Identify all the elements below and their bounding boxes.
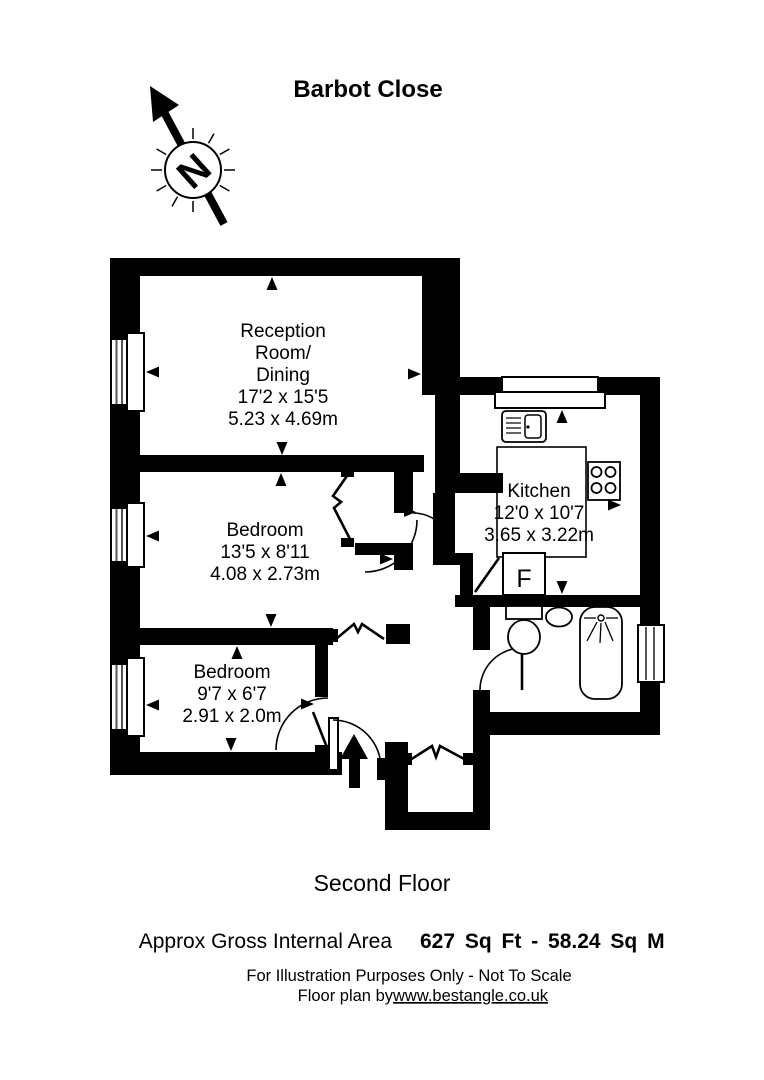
reception-arrow-right	[408, 368, 421, 380]
wall-kitchen-top-left	[422, 377, 502, 395]
wall-bottom	[110, 752, 342, 775]
toilet-icon	[505, 605, 543, 655]
doors	[275, 469, 524, 771]
reception-label-2: Room/	[255, 343, 312, 364]
bedroom1-dims-metric: 4.08 x 2.73m	[210, 564, 320, 585]
kitchen-dims-imperial: 12'0 x 10'7	[494, 503, 585, 524]
hall-cupboard-bifold-door	[329, 621, 385, 642]
bedroom1-arrow-up	[275, 473, 287, 486]
bedroom1-door-hinge	[404, 507, 416, 517]
wall-kitchen-nook	[460, 565, 473, 597]
entrance-arrow-icon	[340, 734, 368, 788]
bedroom1-window	[110, 502, 145, 568]
wall-hall-cupboard-stub	[386, 624, 410, 644]
wall-bedroom1-right-upper	[394, 455, 413, 513]
credit-prefix: Floor plan by	[298, 987, 394, 1005]
disclaimer-text: For Illustration Purposes Only - Not To …	[246, 967, 571, 985]
wall-vestibule-right	[473, 735, 490, 830]
bedroom1-door-arc	[412, 512, 454, 554]
wall-bathroom-bottom	[473, 712, 660, 735]
fridge-cupboard	[502, 552, 546, 596]
area-label: Approx Gross Internal Area	[139, 930, 393, 953]
bedroom2-door	[275, 697, 330, 751]
wall-bathroom-left-lower	[473, 690, 490, 712]
wall-top	[110, 258, 460, 276]
kitchen-label: Kitchen	[507, 481, 570, 502]
footer: Second Floor Approx Gross Internal Area …	[139, 870, 665, 1005]
bathtub-shower-icon	[579, 606, 623, 700]
bedroom2-window	[110, 657, 145, 737]
wall-kitchen-bottom	[455, 595, 640, 607]
reception-window	[110, 332, 145, 412]
reception-label-1: Reception	[240, 321, 326, 342]
wall-reception-bedroom1	[110, 455, 424, 472]
bedroom2-dims-imperial: 9'7 x 6'7	[197, 684, 267, 705]
bedroom1-arrow-right	[380, 553, 393, 565]
wall-closet-stub	[355, 543, 413, 555]
bedroom2-label: Bedroom	[193, 662, 270, 683]
reception-arrow-left	[146, 366, 159, 378]
basin-icon	[545, 605, 573, 628]
wall-bedroom1-bedroom2	[110, 628, 333, 645]
kitchen-arrow-up	[556, 410, 568, 423]
area-value: 627 Sq Ft - 58.24 Sq M	[420, 930, 665, 953]
fixtures	[496, 410, 623, 700]
bedroom2-dims-metric: 2.91 x 2.0m	[182, 706, 281, 727]
bathroom-window	[637, 624, 665, 683]
reception-dims-imperial: 17'2 x 15'5	[238, 387, 329, 408]
wall-bedroom2-right	[315, 628, 328, 697]
bedroom1-closet-bifold-door	[331, 469, 354, 547]
windows	[110, 332, 665, 737]
reception-dims-metric: 5.23 x 4.69m	[228, 409, 338, 430]
kitchen-window	[494, 376, 606, 409]
kitchen-door	[473, 557, 501, 593]
page-title: Barbot Close	[293, 76, 442, 103]
dimension-arrows	[146, 277, 621, 751]
floor-label: Second Floor	[314, 870, 451, 896]
reception-arrow-down	[276, 442, 288, 455]
bedroom1-label: Bedroom	[226, 520, 303, 541]
kitchen-sink-icon	[501, 410, 547, 443]
entry-door	[328, 717, 382, 771]
bedroom1-arrow-left	[146, 530, 159, 542]
wall-kitchen-step	[435, 473, 503, 493]
vestibule-bifold-door	[402, 744, 473, 765]
fridge-label: F	[516, 565, 531, 593]
reception-arrow-up	[266, 277, 278, 290]
bedroom2-arrow-right	[301, 698, 314, 710]
reception-label-3: Dining	[256, 365, 310, 386]
wall-vestibule-bottom	[385, 812, 490, 830]
bedroom1-arrow-down	[265, 614, 277, 627]
bedroom1-dims-imperial: 13'5 x 8'11	[220, 542, 309, 563]
kitchen-arrow-down	[556, 581, 568, 594]
bedroom2-arrow-up	[231, 646, 243, 659]
wall-hall-stub	[452, 553, 473, 565]
bedroom2-arrow-down	[225, 738, 237, 751]
wall-reception-right	[422, 258, 460, 380]
wall-entry-stub	[377, 758, 385, 780]
hall-door-arc	[364, 519, 418, 573]
kitchen-arrow-right	[608, 499, 621, 511]
kitchen-hob-icon	[587, 461, 621, 501]
room-labels: Reception Room/ Dining 17'2 x 15'5 5.23 …	[182, 321, 594, 727]
bedroom2-arrow-left	[146, 699, 159, 711]
wall-bedroom2-jamb	[315, 745, 328, 752]
kitchen-dims-metric: 3.65 x 3.22m	[484, 525, 594, 546]
bathroom-door	[479, 647, 524, 691]
wall-bathroom-left-upper	[473, 607, 490, 650]
credit-link[interactable]: www.bestangle.co.uk	[392, 987, 549, 1005]
north-compass-icon: N	[150, 86, 235, 226]
wall-hall-right	[433, 493, 455, 565]
